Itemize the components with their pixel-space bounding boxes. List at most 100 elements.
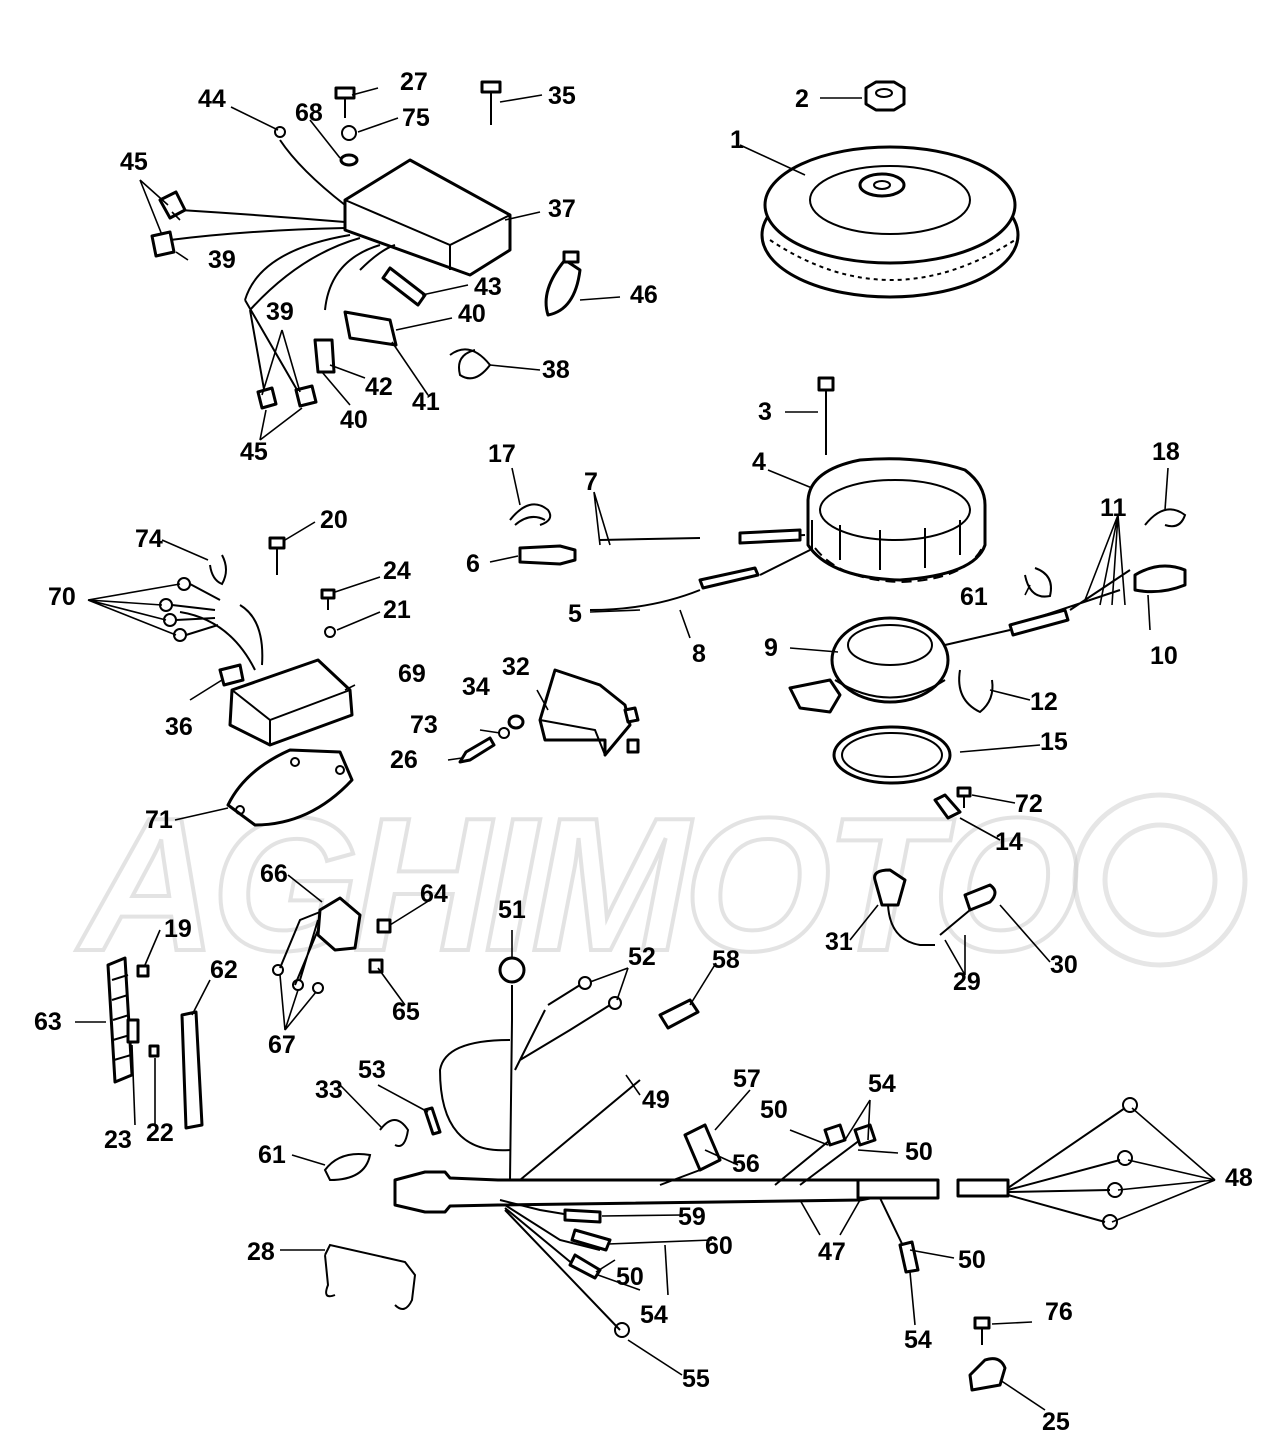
callout-26: 26 bbox=[390, 746, 418, 774]
callout-50b: 50 bbox=[905, 1138, 933, 1166]
callout-60: 60 bbox=[705, 1232, 733, 1260]
clip-14 bbox=[933, 793, 962, 820]
callout-39b: 39 bbox=[266, 298, 294, 326]
regulator-69 bbox=[179, 604, 354, 747]
washer-75 bbox=[341, 125, 357, 141]
callout-42: 42 bbox=[365, 373, 393, 401]
callout-45a: 45 bbox=[120, 148, 148, 176]
callout-28: 28 bbox=[247, 1238, 275, 1266]
jumper-23 bbox=[126, 1018, 140, 1044]
callout-69: 69 bbox=[398, 660, 426, 688]
stator-leads bbox=[589, 528, 811, 611]
callout-57: 57 bbox=[733, 1065, 761, 1093]
power-pack bbox=[150, 126, 512, 410]
strap-61-lower bbox=[323, 1153, 372, 1182]
callout-47: 47 bbox=[818, 1238, 846, 1266]
callout-29: 29 bbox=[953, 968, 981, 996]
screw-76 bbox=[973, 1316, 991, 1345]
callout-9: 9 bbox=[764, 634, 778, 662]
bolt-35 bbox=[480, 80, 502, 125]
spark-plug-boots bbox=[873, 868, 997, 946]
callout-56: 56 bbox=[732, 1150, 760, 1178]
timer-base bbox=[788, 564, 1187, 714]
clip-53 bbox=[423, 1106, 442, 1136]
callout-54a: 54 bbox=[868, 1070, 896, 1098]
callout-14: 14 bbox=[995, 828, 1023, 856]
callout-4: 4 bbox=[752, 448, 766, 476]
callout-54c: 54 bbox=[904, 1326, 932, 1354]
screw-22 bbox=[148, 1044, 160, 1058]
washer-34 bbox=[507, 714, 525, 730]
callout-49: 49 bbox=[642, 1086, 670, 1114]
callout-12: 12 bbox=[1030, 688, 1058, 716]
callout-22: 22 bbox=[146, 1119, 174, 1147]
callout-20: 20 bbox=[320, 506, 348, 534]
callout-43: 43 bbox=[474, 273, 502, 301]
screw-64 bbox=[376, 918, 392, 934]
callout-6: 6 bbox=[466, 550, 480, 578]
washer-68 bbox=[339, 153, 359, 167]
callout-37: 37 bbox=[548, 195, 576, 223]
callouts: 1 2 3 4 5 6 7 8 9 10 11 12 14 15 17 18 1… bbox=[34, 68, 1253, 1436]
callout-68: 68 bbox=[295, 99, 323, 127]
callout-2: 2 bbox=[795, 85, 809, 113]
callout-46: 46 bbox=[630, 281, 658, 309]
callout-18: 18 bbox=[1152, 438, 1180, 466]
callout-64: 64 bbox=[420, 880, 448, 908]
callout-61b: 61 bbox=[258, 1141, 286, 1169]
clip-18 bbox=[1144, 508, 1187, 528]
callout-10: 10 bbox=[1150, 642, 1178, 670]
bolt-26 bbox=[458, 736, 496, 764]
callout-51: 51 bbox=[498, 896, 526, 924]
callout-41: 41 bbox=[412, 388, 440, 416]
connector-6 bbox=[518, 544, 577, 566]
callout-1: 1 bbox=[730, 126, 744, 154]
callout-66: 66 bbox=[260, 860, 288, 888]
callout-15: 15 bbox=[1040, 728, 1068, 756]
callout-58: 58 bbox=[712, 946, 740, 974]
callout-27: 27 bbox=[400, 68, 428, 96]
callout-59: 59 bbox=[678, 1203, 706, 1231]
screw-20 bbox=[268, 536, 286, 575]
stator bbox=[806, 457, 987, 584]
callout-7: 7 bbox=[584, 468, 598, 496]
washer-73 bbox=[498, 727, 510, 739]
bolt-27 bbox=[334, 86, 356, 118]
callout-3: 3 bbox=[758, 398, 772, 426]
callout-52: 52 bbox=[628, 943, 656, 971]
terminal-block-63 bbox=[106, 956, 134, 1084]
stator-screw-3 bbox=[817, 376, 835, 455]
callout-50a: 50 bbox=[760, 1096, 788, 1124]
nut-21 bbox=[324, 626, 336, 638]
ignition-coil bbox=[538, 668, 640, 757]
callout-67: 67 bbox=[268, 1031, 296, 1059]
gasket-71 bbox=[226, 748, 354, 827]
callout-76: 76 bbox=[1045, 1298, 1073, 1326]
clip-38 bbox=[449, 348, 492, 380]
callout-70: 70 bbox=[48, 583, 76, 611]
callout-8: 8 bbox=[692, 640, 706, 668]
switch-66 bbox=[272, 896, 362, 994]
callout-61a: 61 bbox=[960, 583, 988, 611]
callout-48: 48 bbox=[1225, 1164, 1253, 1192]
flywheel-nut bbox=[864, 80, 906, 112]
callout-65: 65 bbox=[392, 998, 420, 1026]
callout-23: 23 bbox=[104, 1126, 132, 1154]
callout-72: 72 bbox=[1015, 790, 1043, 818]
callout-31: 31 bbox=[825, 928, 853, 956]
screw-19 bbox=[136, 964, 150, 978]
clip-25 bbox=[968, 1357, 1007, 1392]
callout-34: 34 bbox=[462, 673, 490, 701]
leader-lines bbox=[75, 87, 1216, 1411]
strap-61-upper bbox=[1024, 567, 1052, 598]
callout-73: 73 bbox=[410, 711, 438, 739]
cover-62 bbox=[180, 1010, 204, 1130]
flywheel bbox=[760, 145, 1020, 299]
callout-45b: 45 bbox=[240, 438, 268, 466]
callout-25: 25 bbox=[1042, 1408, 1070, 1436]
callout-44: 44 bbox=[198, 85, 226, 113]
callout-62: 62 bbox=[210, 956, 238, 984]
callout-38: 38 bbox=[542, 356, 570, 384]
clip-17 bbox=[509, 503, 552, 526]
